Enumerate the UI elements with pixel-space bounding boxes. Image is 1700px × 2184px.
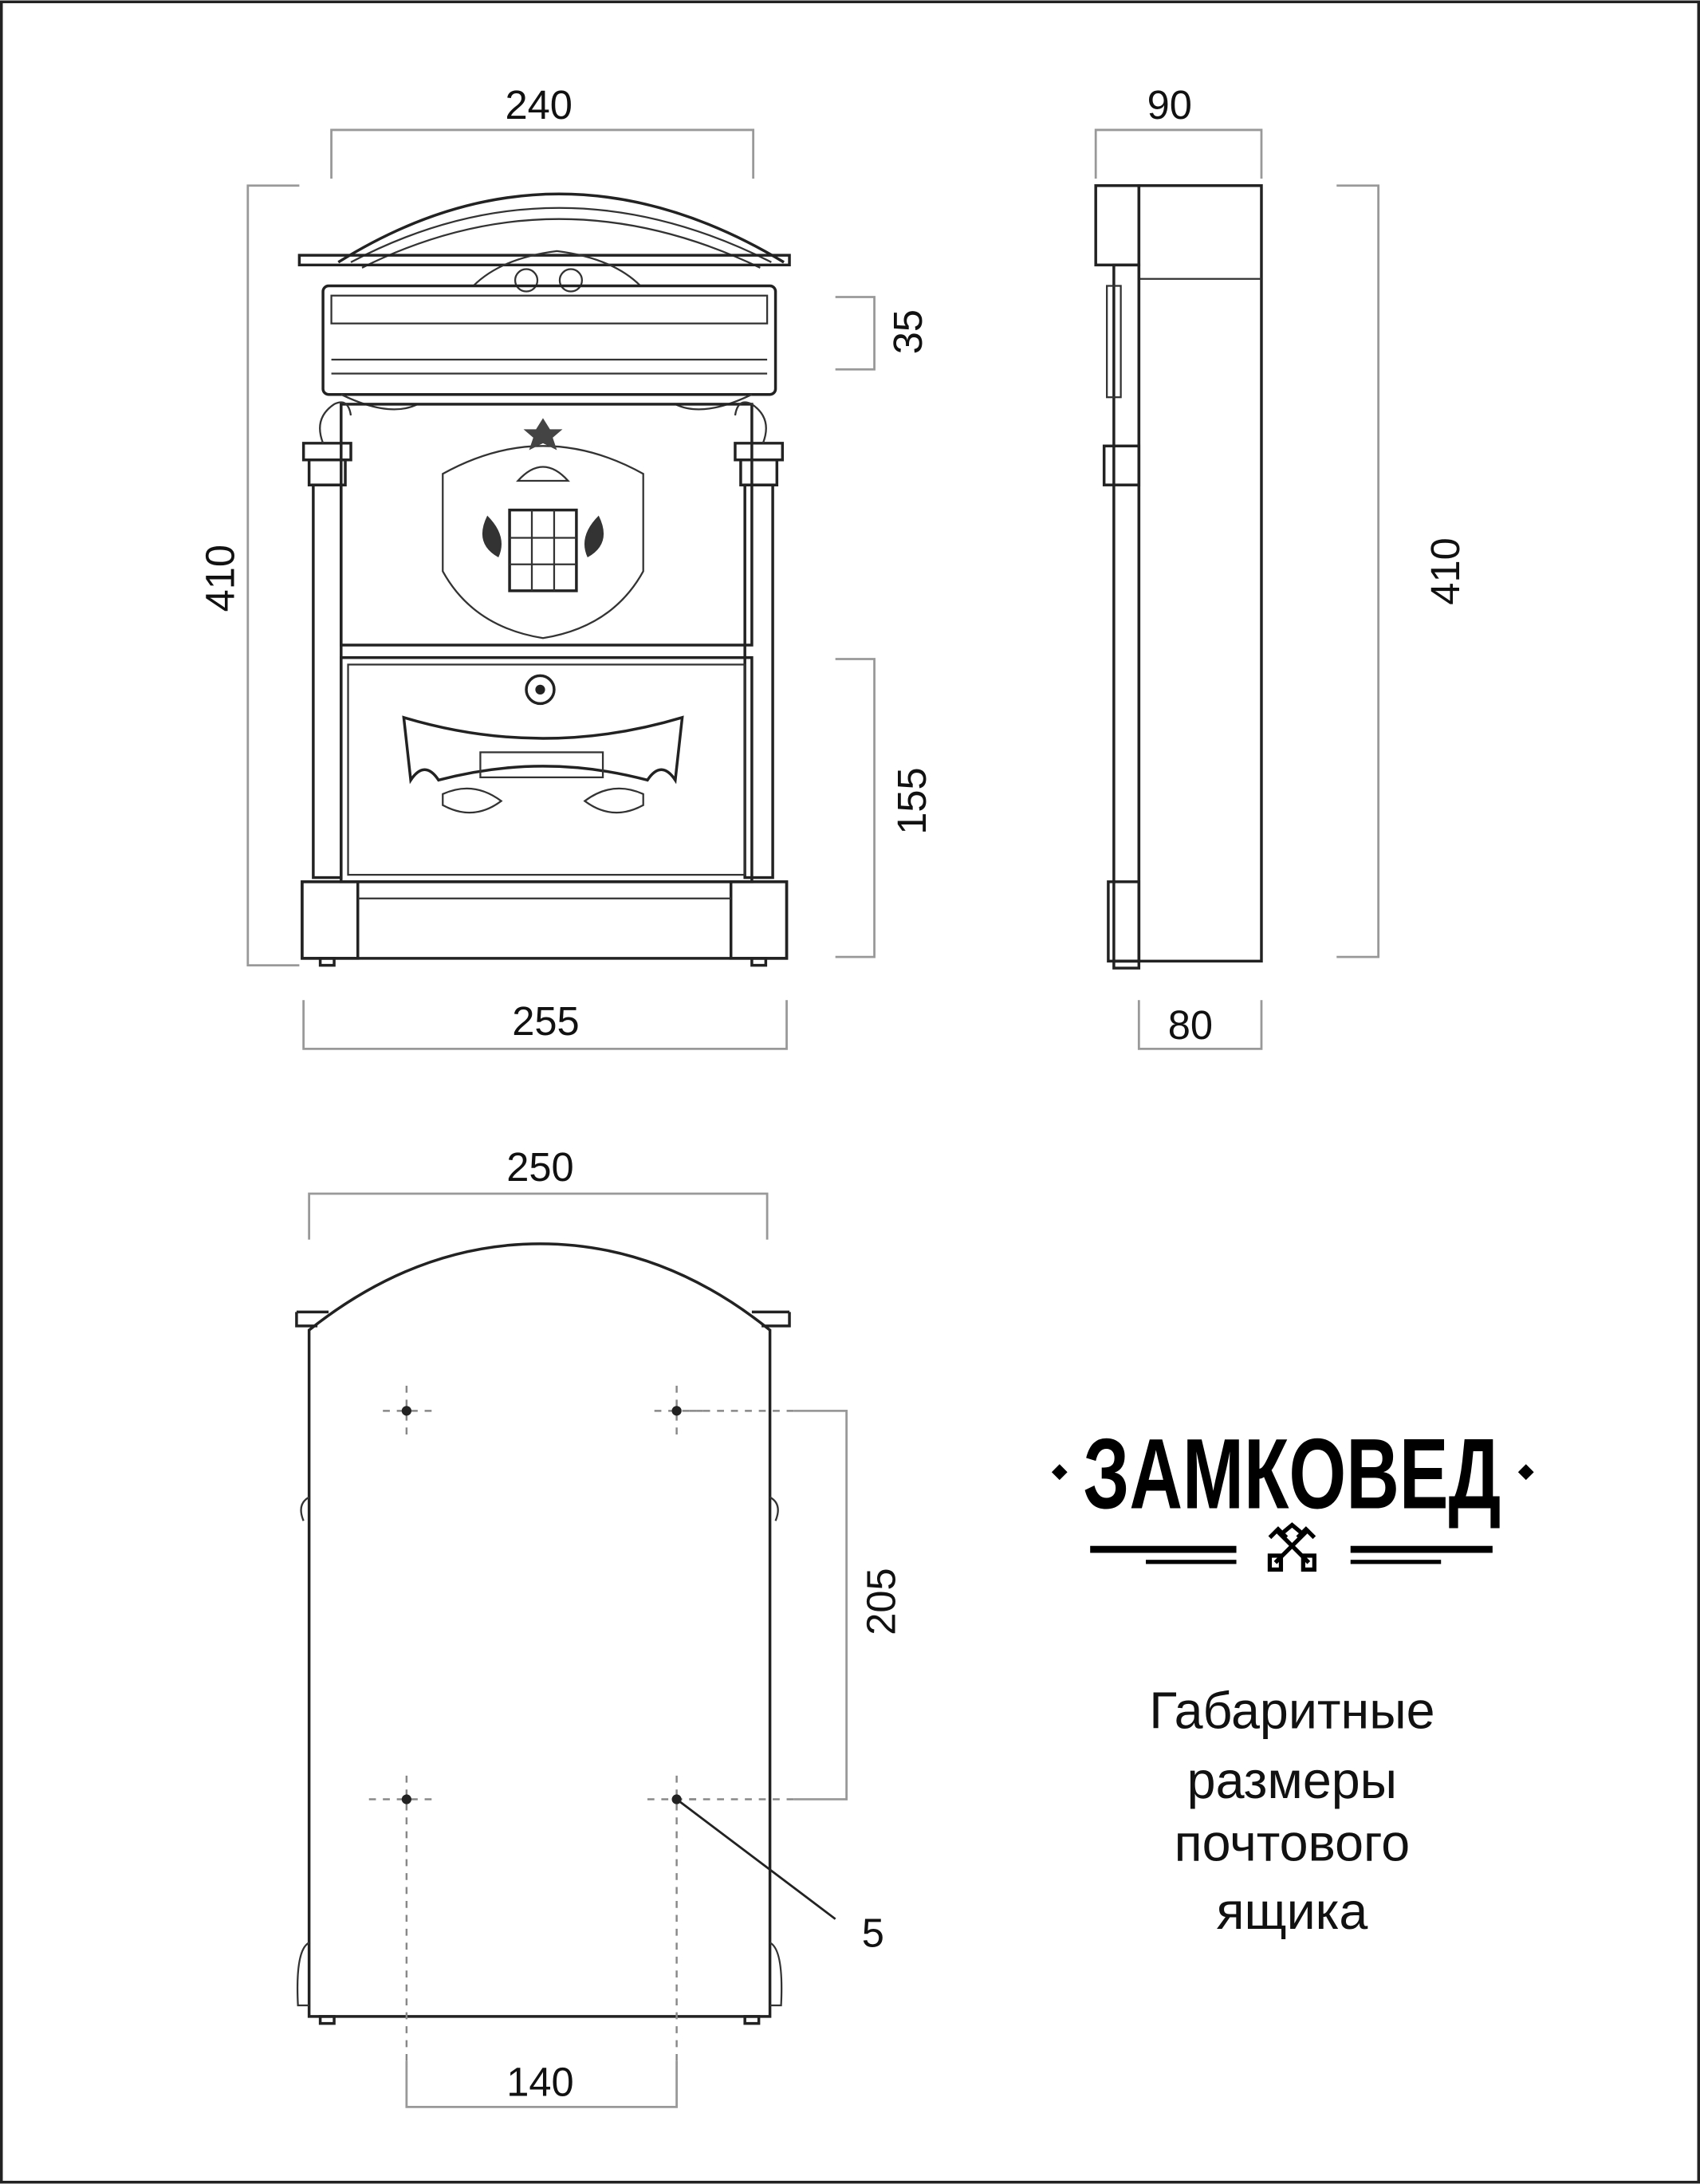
front-view: 240 410 35 155 255	[197, 82, 935, 1050]
svg-text:250: 250	[506, 1144, 573, 1190]
dimension-155: 155	[835, 658, 935, 958]
hole-bottom-left	[401, 1794, 411, 1804]
side-view: 90 410 80	[1094, 82, 1468, 1050]
svg-text:почтового: почтового	[1175, 1814, 1411, 1871]
dimension-205: 205	[689, 1409, 904, 1800]
zamkoved-logo: ЗАМКОВЕД	[1051, 1418, 1534, 1572]
svg-text:5: 5	[862, 1911, 884, 1956]
svg-text:255: 255	[512, 998, 579, 1044]
dimension-80: 80	[1137, 1000, 1263, 1050]
dimension-240: 240	[330, 82, 755, 179]
dimension-5-leader: 5	[675, 1798, 884, 1956]
dimension-250: 250	[308, 1144, 769, 1240]
caption: Габаритные размеры почтового ящика	[1149, 1682, 1434, 1939]
svg-text:410: 410	[1423, 537, 1468, 604]
mailbox-side-drawing	[1094, 184, 1263, 970]
svg-text:155: 155	[889, 767, 935, 834]
svg-text:35: 35	[885, 309, 931, 354]
mounting-holes	[368, 1385, 703, 2061]
dimension-35: 35	[835, 296, 931, 371]
svg-text:410: 410	[197, 545, 242, 612]
svg-text:140: 140	[506, 2059, 573, 2104]
hole-top-right	[671, 1406, 682, 1416]
svg-text:Габаритные: Габаритные	[1149, 1682, 1434, 1739]
coat-of-arms-emblem	[442, 418, 644, 639]
svg-text:90: 90	[1147, 82, 1192, 128]
crossed-keys-icon	[1267, 1522, 1316, 1572]
svg-text:240: 240	[506, 82, 573, 128]
svg-text:205: 205	[859, 1568, 904, 1635]
mailbox-front-drawing	[297, 192, 791, 967]
dimension-90: 90	[1094, 82, 1263, 179]
svg-text:размеры: размеры	[1187, 1752, 1397, 1809]
dimension-140: 140	[405, 2059, 679, 2108]
hole-top-left	[401, 1406, 411, 1416]
dimension-front-410: 410	[197, 184, 300, 967]
dimension-side-410: 410	[1336, 184, 1468, 958]
svg-text:ящика: ящика	[1216, 1883, 1367, 1940]
mailbox-back-drawing	[295, 1242, 791, 2025]
svg-text:80: 80	[1168, 1002, 1213, 1048]
dimension-255: 255	[302, 998, 788, 1050]
back-view: 250 205 5 140	[295, 1144, 904, 2108]
svg-text:ЗАМКОВЕД: ЗАМКОВЕД	[1083, 1418, 1501, 1530]
